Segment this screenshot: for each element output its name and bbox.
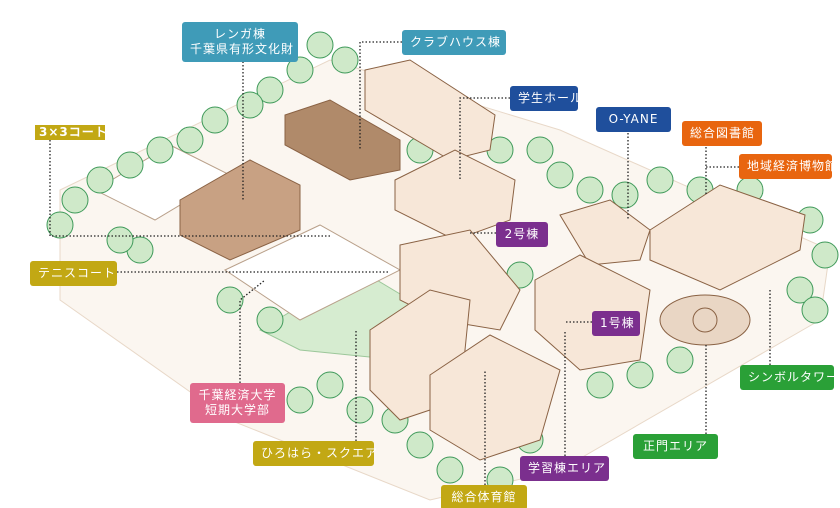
tree-icon — [106, 226, 134, 254]
label-building-1[interactable]: 1号棟 — [592, 311, 640, 336]
tree-icon — [176, 126, 204, 154]
label-text: 千葉経済大学 — [198, 388, 277, 402]
buildings — [179, 59, 806, 461]
label-text: 総合図書館 — [690, 126, 756, 140]
label-text: 学生ホール — [518, 91, 584, 105]
tree-icon — [406, 431, 434, 459]
label-text: レンガ棟 — [213, 27, 266, 41]
tree-icon — [526, 136, 554, 164]
label-clubhouse[interactable]: クラブハウス棟 — [402, 30, 506, 55]
tree-icon — [216, 286, 244, 314]
tree-icon — [306, 31, 334, 59]
tree-icon — [666, 346, 694, 374]
label-court-3x3[interactable]: 3×3コート — [35, 125, 108, 140]
tree-icon — [256, 76, 284, 104]
label-text: テニスコート — [38, 266, 117, 280]
trees — [46, 31, 839, 494]
tree-icon — [811, 241, 839, 269]
tree-icon — [256, 306, 284, 334]
label-junior-college[interactable]: 千葉経済大学短期大学部 — [190, 383, 285, 423]
tree-icon — [546, 161, 574, 189]
tree-icon — [611, 181, 639, 209]
label-text: クラブハウス棟 — [410, 35, 502, 49]
tree-icon — [436, 456, 464, 484]
label-text: 3×3コート — [39, 125, 108, 139]
tree-icon — [286, 386, 314, 414]
label-tennis[interactable]: テニスコート — [30, 261, 117, 286]
tree-icon — [86, 166, 114, 194]
tree-icon — [236, 91, 264, 119]
label-text: ひろはら・スクエア — [261, 446, 379, 460]
label-hirohara[interactable]: ひろはら・スクエア — [253, 441, 379, 466]
label-text: 千葉県有形文化財 — [190, 42, 295, 56]
label-text: O-YANE — [608, 112, 659, 126]
label-gym[interactable]: 総合体育館 — [441, 485, 527, 508]
label-text: 総合体育館 — [451, 490, 517, 504]
label-study-area[interactable]: 学習棟エリア — [520, 456, 609, 481]
tree-icon — [286, 56, 314, 84]
label-text: 学習棟エリア — [528, 461, 607, 475]
symbol-tower-plaza — [659, 294, 751, 346]
leader-lines — [49, 41, 771, 485]
label-o-yane[interactable]: O-YANE — [596, 107, 671, 132]
tree-icon — [346, 396, 374, 424]
tree-icon — [146, 136, 174, 164]
renga-building — [179, 159, 301, 261]
tree-icon — [46, 211, 74, 239]
label-symbol-tower[interactable]: シンボルタワー — [740, 365, 840, 390]
tree-icon — [786, 276, 814, 304]
tree-icon — [801, 296, 829, 324]
library-building — [649, 184, 806, 291]
label-building-2[interactable]: 2号棟 — [496, 222, 548, 247]
tree-icon — [201, 106, 229, 134]
label-student-hall[interactable]: 学生ホール — [510, 86, 584, 111]
label-main-gate[interactable]: 正門エリア — [633, 434, 718, 459]
small-clubrooms — [284, 99, 401, 181]
clubhouse-building — [364, 59, 496, 161]
label-text: 地域経済博物館 — [747, 159, 839, 173]
gym-building — [429, 334, 561, 461]
tree-icon — [626, 361, 654, 389]
student-hall-building — [394, 149, 516, 241]
tree-icon — [316, 371, 344, 399]
tree-icon — [61, 186, 89, 214]
tree-icon — [586, 371, 614, 399]
label-text: シンボルタワー — [748, 370, 840, 384]
label-text: 正門エリア — [642, 439, 708, 453]
label-library[interactable]: 総合図書館 — [682, 121, 762, 146]
tree-icon — [576, 176, 604, 204]
o-yane-building — [559, 199, 651, 266]
label-text: 1号棟 — [600, 316, 635, 330]
tree-icon — [116, 151, 144, 179]
tree-icon — [331, 46, 359, 74]
label-renga[interactable]: レンガ棟千葉県有形文化財 — [182, 22, 298, 62]
label-text: 2号棟 — [504, 227, 540, 241]
label-text: 短期大学部 — [204, 403, 270, 417]
label-museum[interactable]: 地域経済博物館 — [739, 154, 839, 179]
tree-icon — [646, 166, 674, 194]
